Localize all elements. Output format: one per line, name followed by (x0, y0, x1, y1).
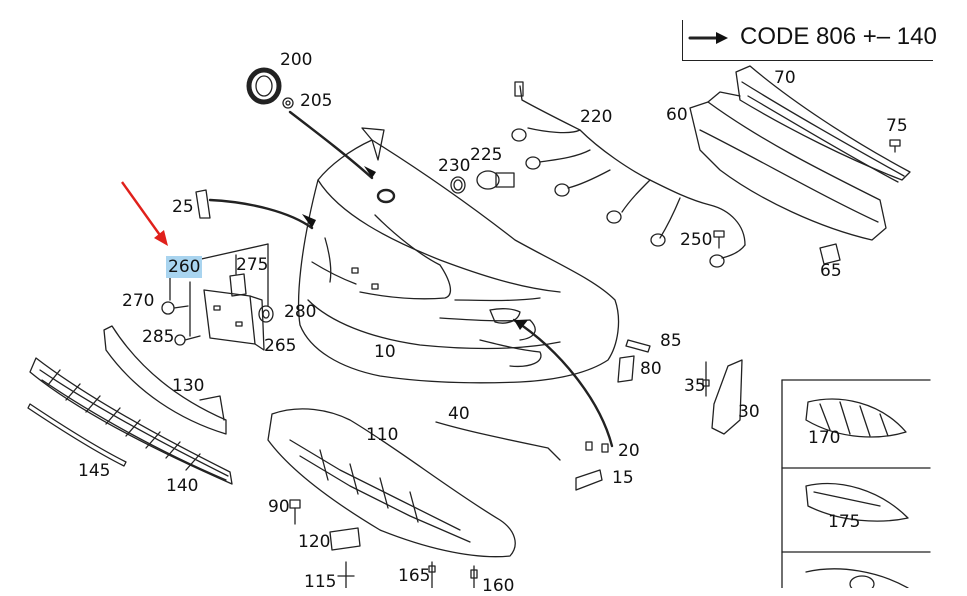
wiring-harness-part-220 (511, 81, 746, 268)
code-arrow-icon (688, 32, 728, 44)
callout-160[interactable]: 160 (482, 576, 515, 596)
screw-part-285 (174, 334, 201, 346)
callout-175[interactable]: 175 (828, 512, 861, 532)
callout-70[interactable]: 70 (774, 68, 796, 88)
callout-260[interactable]: 260 (166, 256, 203, 278)
grille-frame-part-130 (103, 325, 227, 435)
callout-90[interactable]: 90 (268, 497, 290, 517)
screw-part-75 (889, 139, 901, 153)
callout-110[interactable]: 110 (366, 425, 399, 445)
callout-275[interactable]: 275 (236, 255, 269, 275)
clip-part-120 (329, 527, 361, 551)
code-label: CODE 806 +– 140 (740, 23, 937, 50)
callout-225[interactable]: 225 (470, 145, 503, 165)
callout-145[interactable]: 145 (78, 461, 111, 481)
bolt-part-115 (337, 561, 355, 588)
callout-260-highlight: 260 (166, 256, 203, 278)
bumper-carrier-part-60 (689, 91, 887, 241)
callout-120[interactable]: 120 (298, 532, 331, 552)
red-pointer-arrow (121, 181, 168, 246)
callout-15[interactable]: 15 (612, 468, 634, 488)
upper-grille-part-70 (735, 65, 911, 183)
callout-165[interactable]: 165 (398, 566, 431, 586)
callout-250[interactable]: 250 (680, 230, 713, 250)
callout-170[interactable]: 170 (808, 428, 841, 448)
callout-25[interactable]: 25 (172, 197, 194, 217)
trim-strip-part-145 (27, 403, 127, 467)
seal-strip-part-40 (435, 421, 561, 461)
callout-75[interactable]: 75 (886, 116, 908, 136)
bumper-cover-part-10 (297, 127, 620, 384)
grommet-part-205 (282, 97, 294, 109)
parking-sensor-part-225 (476, 170, 515, 190)
bolt-part-35 (702, 361, 710, 397)
fog-grille-part-variant-3 (805, 568, 909, 588)
callout-60[interactable]: 60 (666, 105, 688, 125)
callout-65[interactable]: 65 (820, 261, 842, 281)
bracket-part-30 (711, 359, 743, 435)
code-box (682, 20, 933, 61)
license-plate-bracket-part-265 (203, 289, 265, 351)
callout-265[interactable]: 265 (264, 336, 297, 356)
nut-part-280 (258, 305, 274, 323)
callout-270[interactable]: 270 (122, 291, 155, 311)
callout-280[interactable]: 280 (284, 302, 317, 322)
callout-10[interactable]: 10 (374, 342, 396, 362)
emblem-part-200 (246, 67, 282, 105)
bracket-part-25 (195, 189, 211, 219)
callout-30[interactable]: 30 (738, 402, 760, 422)
bolt-part-160 (470, 565, 478, 588)
callout-230[interactable]: 230 (438, 156, 471, 176)
callout-35[interactable]: 35 (684, 376, 706, 396)
variant-panels (781, 379, 931, 588)
clip-part-65 (819, 243, 841, 265)
bolt-part-90 (289, 499, 301, 525)
callout-130[interactable]: 130 (172, 376, 205, 396)
sensor-ring-part-230 (450, 176, 466, 194)
fog-grille-part-170 (805, 398, 907, 438)
lower-grille-part-140 (29, 357, 233, 485)
underbody-shield-part-110 (267, 408, 516, 558)
fog-grille-part-175 (805, 482, 909, 522)
callout-205[interactable]: 205 (300, 91, 333, 111)
callout-85[interactable]: 85 (660, 331, 682, 351)
callout-220[interactable]: 220 (580, 107, 613, 127)
bolt-part-165 (428, 561, 436, 588)
callout-285[interactable]: 285 (142, 327, 175, 347)
callout-140[interactable]: 140 (166, 476, 199, 496)
callout-20[interactable]: 20 (618, 441, 640, 461)
fastener-part-85 (625, 339, 651, 353)
tow-hook-cover-part-15 (575, 469, 603, 491)
fastener-part-80 (617, 355, 635, 383)
callout-115[interactable]: 115 (304, 572, 337, 592)
assembly-arrows (208, 110, 614, 448)
screw-part-250 (713, 230, 725, 249)
screw-part-270 (161, 301, 189, 315)
clips-part-20 (585, 441, 609, 453)
callout-80[interactable]: 80 (640, 359, 662, 379)
clip-part-275 (229, 273, 247, 297)
callout-200[interactable]: 200 (280, 50, 313, 70)
callout-40[interactable]: 40 (448, 404, 470, 424)
